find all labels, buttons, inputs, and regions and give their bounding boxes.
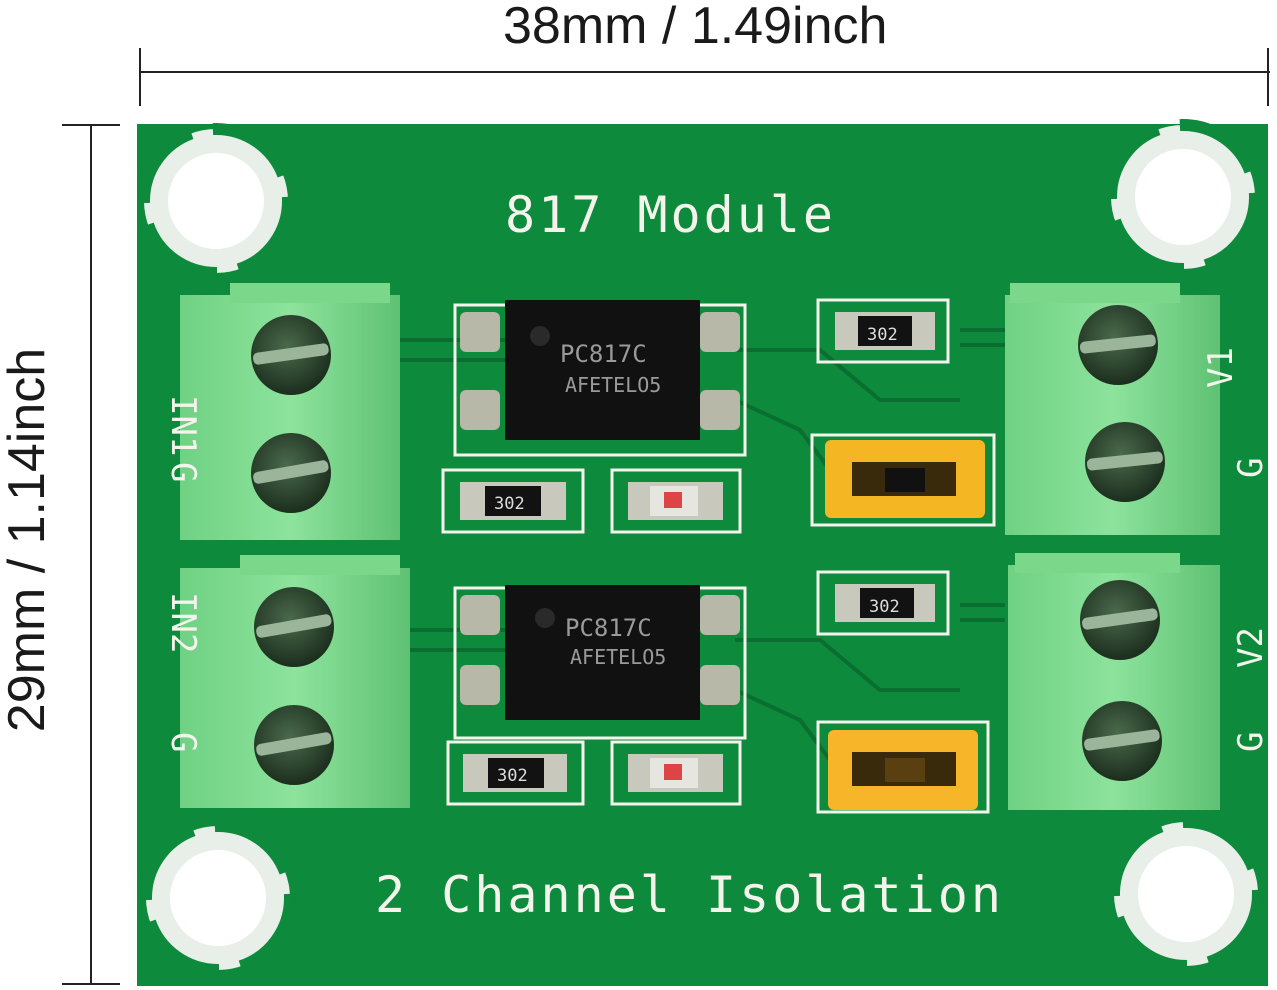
terminal-label-g2-left: G: [163, 732, 203, 752]
led-2: [610, 740, 742, 806]
width-dimension-label: 38mm / 1.49inch: [503, 0, 888, 55]
optocoupler-2-line2: AFETELO5: [570, 645, 666, 669]
led-1: [610, 468, 742, 534]
resistor-r3-code: 302: [869, 597, 900, 617]
height-dimension-tick-bottom: [62, 983, 120, 985]
resistor-r2: [441, 468, 585, 534]
resistor-r1-code: 302: [867, 325, 898, 345]
height-dimension-line: [90, 125, 92, 985]
terminal-block-v2: [1008, 553, 1220, 810]
pcb-traces: [400, 328, 1005, 762]
optocoupler-1-line1: PC817C: [560, 340, 647, 368]
board-subtitle: 2 Channel Isolation: [375, 866, 1004, 924]
optocoupler-1: [453, 300, 747, 457]
resistor-r1: [816, 298, 950, 364]
terminal-label-g2-right: G: [1231, 732, 1271, 752]
terminal-block-v1: [1005, 283, 1220, 535]
terminal-label-in2: IN2: [163, 592, 203, 653]
resistor-r4: [446, 740, 585, 806]
terminal-label-in1: IN1: [163, 395, 203, 456]
height-dimension-tick-top: [62, 124, 120, 126]
mounting-hole-top-left: [138, 123, 294, 279]
terminal-label-g1-right: G: [1231, 458, 1271, 478]
jumper-1: [810, 433, 996, 527]
resistor-r3: [816, 570, 950, 636]
terminal-label-g1-left: G: [163, 462, 203, 482]
resistor-r4-code: 302: [497, 766, 528, 786]
terminal-label-v1: V1: [1201, 347, 1241, 388]
mounting-hole-bottom-right: [1108, 816, 1264, 972]
jumper-2: [816, 720, 990, 814]
width-dimension-tick-left: [139, 48, 141, 106]
board-title: 817 Module: [505, 186, 836, 244]
terminal-label-v2: V2: [1231, 627, 1271, 668]
width-dimension-line: [140, 71, 1270, 73]
mounting-hole-bottom-left: [140, 820, 296, 976]
optocoupler-2: [453, 585, 747, 740]
terminal-block-in2: [180, 555, 410, 808]
optocoupler-2-line1: PC817C: [565, 614, 652, 642]
terminal-block-in1: [180, 283, 400, 540]
optocoupler-1-line2: AFETELO5: [565, 373, 661, 397]
width-dimension-tick-right: [1267, 48, 1269, 106]
resistor-r2-code: 302: [494, 494, 525, 514]
mounting-hole-top-right: [1105, 119, 1261, 275]
